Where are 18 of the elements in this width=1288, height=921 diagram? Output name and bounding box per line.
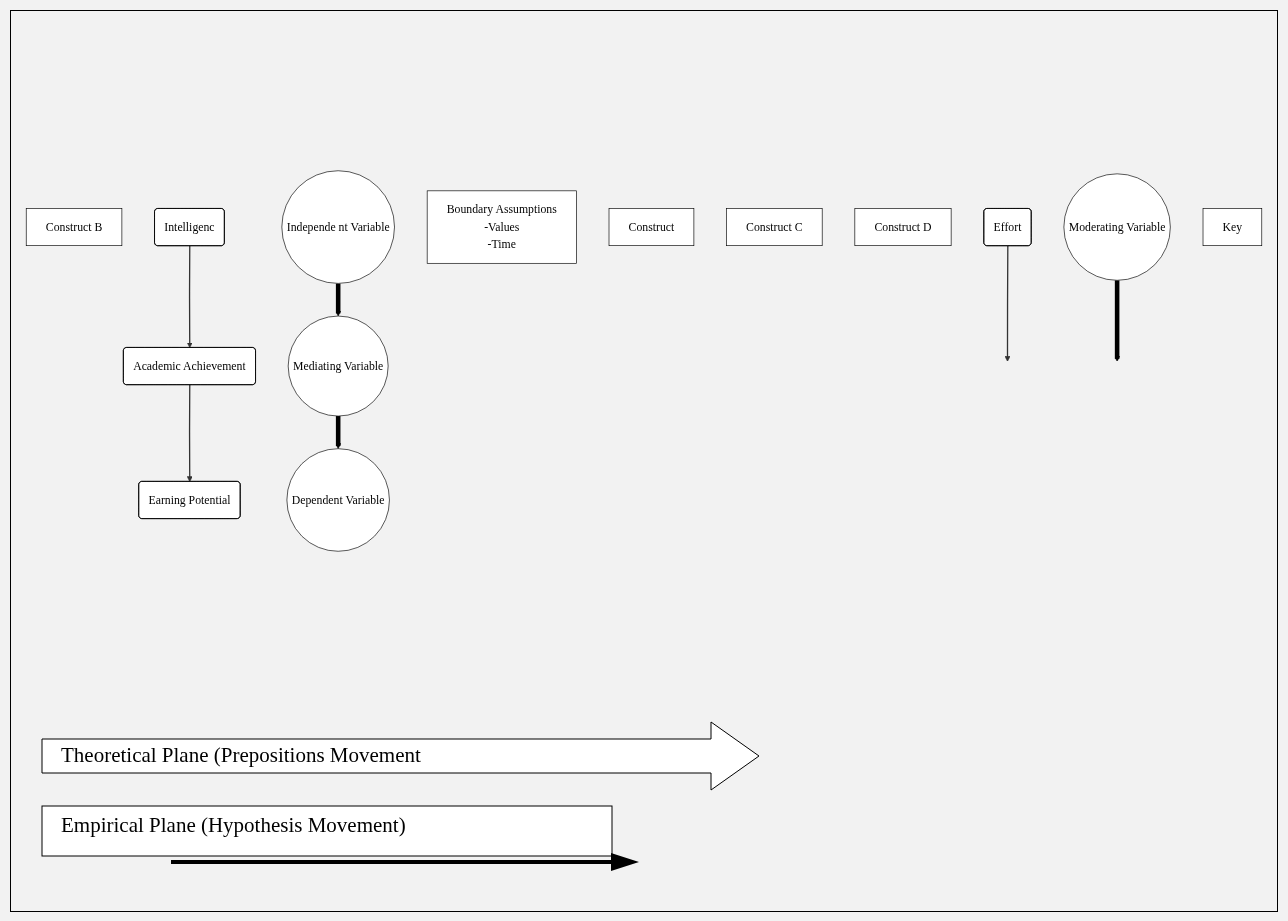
node-circle: Independe nt Variable	[281, 170, 395, 284]
node-circle: Dependent Variable	[286, 448, 390, 552]
node-circle: Mediating Variable	[287, 315, 389, 417]
legend-text: Theoretical Plane (Prepositions Movement	[61, 743, 421, 768]
arrow	[186, 384, 193, 482]
arrow	[335, 283, 342, 317]
node-box: Construct B	[25, 208, 123, 246]
node-box: Construct C	[726, 208, 823, 246]
arrow	[186, 245, 193, 349]
node-box: Boundary Assumptions -Values -Time	[426, 190, 577, 264]
node-box: Key	[1202, 208, 1263, 246]
node-box: Construct	[608, 208, 695, 246]
arrow	[1004, 245, 1011, 362]
node-box: Construct D	[854, 208, 952, 246]
node-circle: Moderating Variable	[1063, 173, 1171, 281]
arrow	[335, 416, 342, 449]
legend-text: Empirical Plane (Hypothesis Movement)	[61, 813, 406, 838]
arrow	[1114, 280, 1120, 362]
